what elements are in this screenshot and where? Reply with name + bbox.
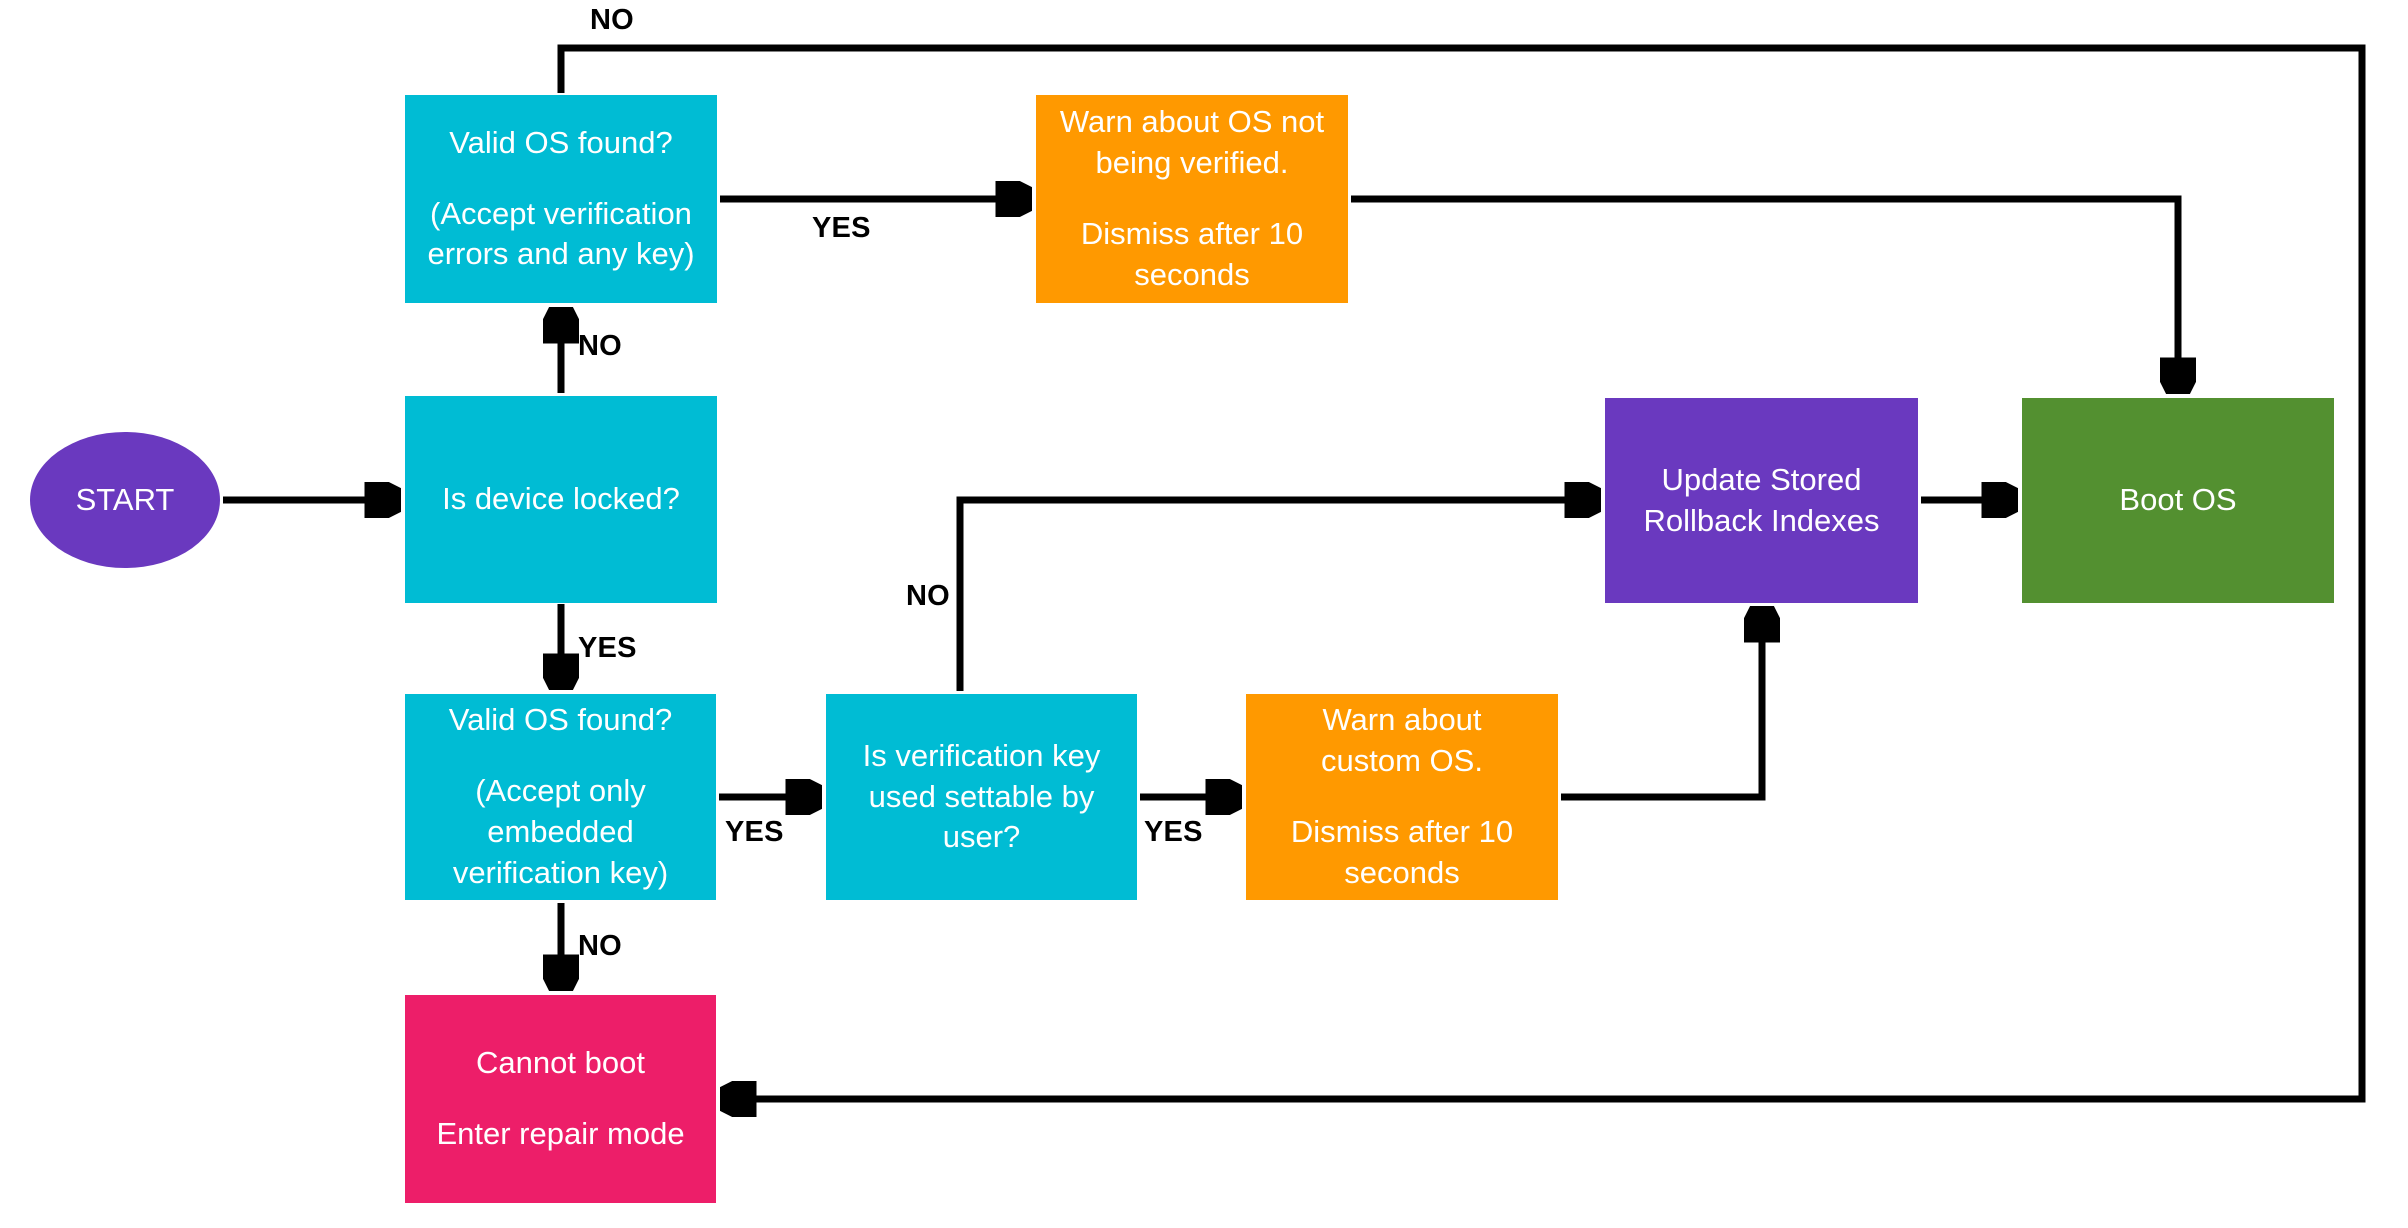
edge-label-locked-valid-yes: YES xyxy=(725,816,784,848)
node-valid-os-locked-line3: embedded xyxy=(487,814,634,849)
node-warn-os-not-verified-line1: Warn about OS not xyxy=(1059,104,1325,140)
node-update-rollback[interactable]: Update Stored Rollback Indexes xyxy=(1605,398,1918,603)
edge-label-locked-valid-no: NO xyxy=(578,930,622,962)
node-update-rollback-line1: Update Stored xyxy=(1661,461,1862,497)
edge-label-device-locked-yes: YES xyxy=(578,632,637,664)
node-start[interactable]: START xyxy=(30,432,220,568)
node-valid-os-unlocked-line2: (Accept verification xyxy=(430,195,692,231)
edge-warn-custom-to-rollback xyxy=(1561,615,1762,801)
node-cannot-boot-line2: Enter repair mode xyxy=(436,1116,685,1151)
node-warn-custom-os-line2: custom OS. xyxy=(1321,743,1483,779)
node-warn-custom-os-line3: Dismiss after 10 xyxy=(1290,814,1514,849)
node-valid-os-unlocked-line3: errors and any key) xyxy=(427,236,695,272)
node-is-key-user-settable-line3: user? xyxy=(942,819,1021,855)
node-valid-os-locked-line2: (Accept only xyxy=(475,773,646,809)
edge-warn-os-to-boot xyxy=(1351,195,2178,385)
node-is-key-user-settable[interactable]: Is verification key used settable by use… xyxy=(826,694,1137,900)
node-warn-custom-os[interactable]: Warn about custom OS. Dismiss after 10 s… xyxy=(1246,694,1558,900)
node-warn-custom-os-line4: seconds xyxy=(1344,854,1460,890)
node-warn-custom-os-line1: Warn about xyxy=(1322,702,1482,738)
edge-label-top-no: NO xyxy=(590,4,634,36)
node-is-device-locked[interactable]: Is device locked? xyxy=(405,396,717,603)
node-valid-os-unlocked-line1: Valid OS found? xyxy=(449,124,673,160)
node-warn-os-not-verified-line3: Dismiss after 10 xyxy=(1080,216,1304,251)
node-is-key-user-settable-line2: used settable by xyxy=(868,778,1095,814)
node-valid-os-locked[interactable]: Valid OS found? (Accept only embedded ve… xyxy=(405,694,716,900)
edge-label-key-settable-yes: YES xyxy=(1144,816,1203,848)
node-valid-os-unlocked[interactable]: Valid OS found? (Accept verification err… xyxy=(405,95,717,303)
node-start-label: START xyxy=(75,481,175,517)
node-boot-os[interactable]: Boot OS xyxy=(2022,398,2334,603)
node-cannot-boot-line1: Cannot boot xyxy=(476,1045,645,1081)
node-cannot-boot[interactable]: Cannot boot Enter repair mode xyxy=(405,995,716,1203)
node-warn-os-not-verified[interactable]: Warn about OS not being verified. Dismis… xyxy=(1036,95,1348,303)
node-is-key-user-settable-line1: Is verification key xyxy=(862,737,1101,773)
node-is-device-locked-label: Is device locked? xyxy=(442,481,680,517)
edge-label-unlocked-valid-yes: YES xyxy=(812,212,871,244)
node-warn-os-not-verified-line4: seconds xyxy=(1134,256,1250,292)
node-boot-os-label: Boot OS xyxy=(2119,482,2237,518)
edge-label-device-locked-no: NO xyxy=(578,330,622,362)
node-warn-os-not-verified-line2: being verified. xyxy=(1095,145,1289,181)
node-valid-os-locked-line4: verification key) xyxy=(452,854,669,890)
node-valid-os-locked-line1: Valid OS found? xyxy=(448,702,673,738)
edge-key-settable-no xyxy=(956,500,1592,691)
edge-label-key-settable-no: NO xyxy=(906,580,950,612)
node-update-rollback-line2: Rollback Indexes xyxy=(1643,502,1880,538)
